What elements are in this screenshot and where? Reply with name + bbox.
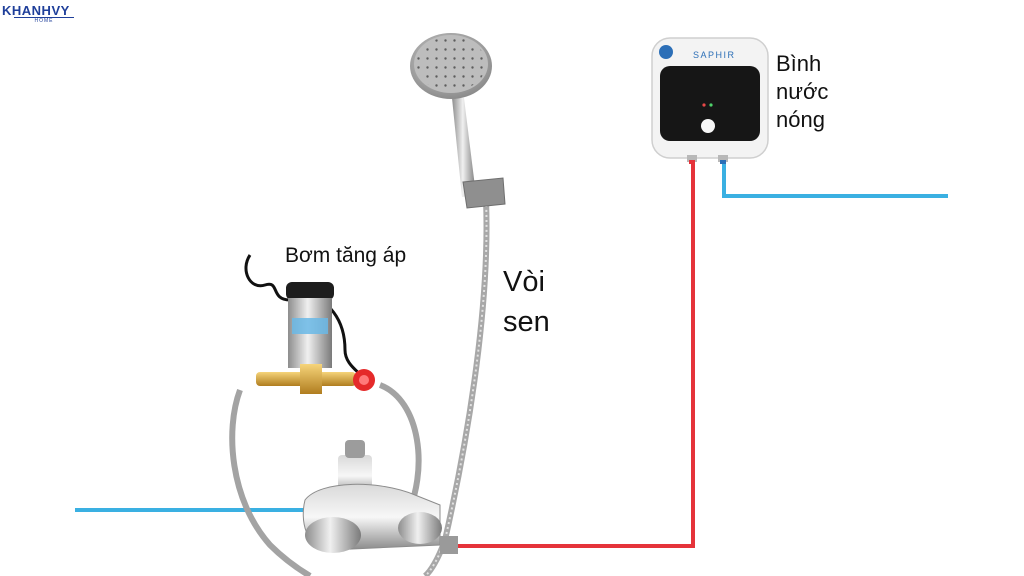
pump-power-cable (244, 254, 291, 302)
left-hose (229, 388, 312, 576)
brand-tagline: HOME (14, 17, 74, 25)
heater-label-line-1: Bình (776, 51, 822, 76)
mixer-lever (345, 440, 365, 458)
brand-name: KHANHVY (2, 3, 70, 18)
heater-logo-icon (659, 45, 673, 59)
pump-label: Bơm tăng áp (285, 244, 407, 267)
heater-indicator-green-icon (709, 103, 713, 107)
shower-label-line-1: Vòi (503, 266, 545, 298)
pump-sticker (292, 318, 328, 334)
heater-indicator-red-icon (702, 103, 706, 107)
heater-label-line-3: nóng (776, 107, 825, 132)
heater-brand-label: SAPHIR (693, 50, 736, 60)
hot-water-pipe (455, 158, 695, 548)
water-heater: SAPHIR (651, 37, 769, 164)
mixer-valve (302, 440, 458, 554)
cold-water-pipes (75, 160, 948, 512)
shower-handle (452, 98, 476, 197)
shower-nozzles-icon (416, 37, 486, 91)
booster-pump (244, 254, 375, 394)
shower-holder-icon (462, 177, 506, 209)
shower-label-line-2: sen (503, 306, 550, 338)
heater-label: Bình nước nóng (776, 50, 828, 134)
cold-pipe-heater-inlet (722, 160, 948, 198)
heater-knob-icon (701, 119, 715, 133)
shower-label: Vòi sen (503, 262, 550, 342)
heater-label-line-2: nước (776, 79, 829, 104)
brand-logo: KHANHVY HOME (2, 4, 94, 26)
pump-motor (286, 282, 334, 300)
shower-head (410, 33, 506, 209)
